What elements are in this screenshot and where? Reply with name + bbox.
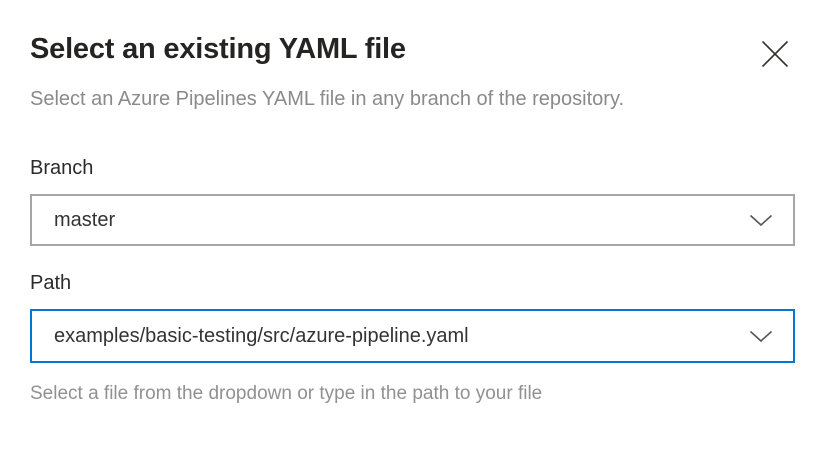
path-dropdown[interactable] [30, 309, 795, 363]
panel-title: Select an existing YAML file [30, 33, 406, 65]
panel-header: Select an existing YAML file [30, 30, 795, 72]
chevron-down-icon[interactable] [749, 214, 773, 227]
path-field: Path Select a file from the dropdown or … [30, 271, 795, 406]
close-button[interactable] [757, 36, 793, 72]
path-helper-text: Select a file from the dropdown or type … [30, 383, 543, 404]
branch-input[interactable] [54, 196, 737, 244]
branch-field: Branch [30, 156, 795, 246]
path-input[interactable] [54, 311, 737, 361]
branch-label: Branch [30, 157, 94, 179]
panel-subtitle: Select an Azure Pipelines YAML file in a… [30, 88, 625, 110]
path-label: Path [30, 272, 72, 294]
chevron-down-icon[interactable] [749, 330, 773, 343]
branch-dropdown[interactable] [30, 194, 795, 246]
close-icon [761, 40, 789, 68]
